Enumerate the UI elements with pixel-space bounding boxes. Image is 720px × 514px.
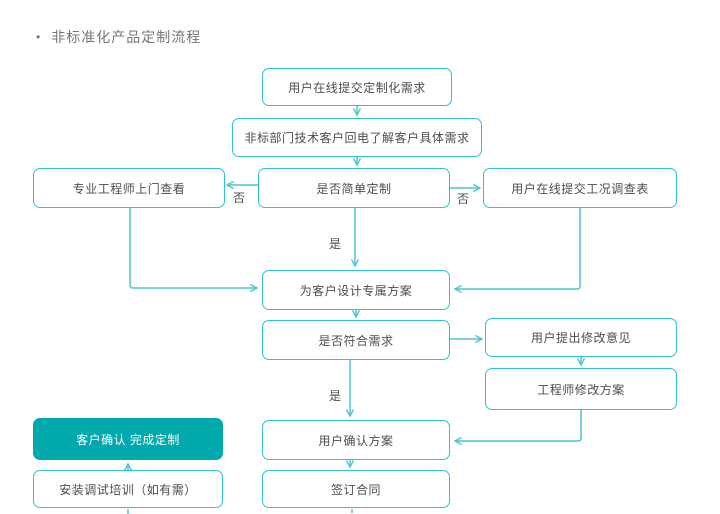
edge-label-no-left: 否 — [233, 191, 246, 205]
node-simple-customization-decision: 是否简单定制 — [258, 168, 450, 208]
bullet-icon: • — [36, 30, 42, 44]
node-survey-form: 用户在线提交工况调查表 — [483, 168, 677, 208]
node-revise-plan: 工程师修改方案 — [485, 368, 677, 410]
node-engineer-visit: 专业工程师上门查看 — [33, 168, 225, 208]
node-meets-needs-decision: 是否符合需求 — [262, 320, 450, 360]
node-callback: 非标部门技术客户回电了解客户具体需求 — [232, 118, 482, 157]
edge-label-no-right: 否 — [457, 192, 470, 206]
edge-label-yes-bottom: 是 — [329, 389, 342, 403]
node-submit-requirements: 用户在线提交定制化需求 — [262, 68, 452, 106]
node-installation-training: 安装调试培训（如有需） — [33, 470, 223, 508]
node-design-plan: 为客户设计专属方案 — [262, 270, 450, 310]
node-feedback: 用户提出修改意见 — [485, 318, 677, 357]
node-sign-contract: 签订合同 — [262, 470, 450, 508]
node-complete-customization: 客户确认 完成定制 — [33, 418, 223, 460]
flow-title-text: 非标准化产品定制流程 — [51, 29, 202, 45]
node-confirm-plan: 用户确认方案 — [262, 420, 450, 460]
edge-label-yes-mid: 是 — [329, 237, 342, 251]
flow-title: • 非标准化产品定制流程 — [36, 27, 201, 47]
